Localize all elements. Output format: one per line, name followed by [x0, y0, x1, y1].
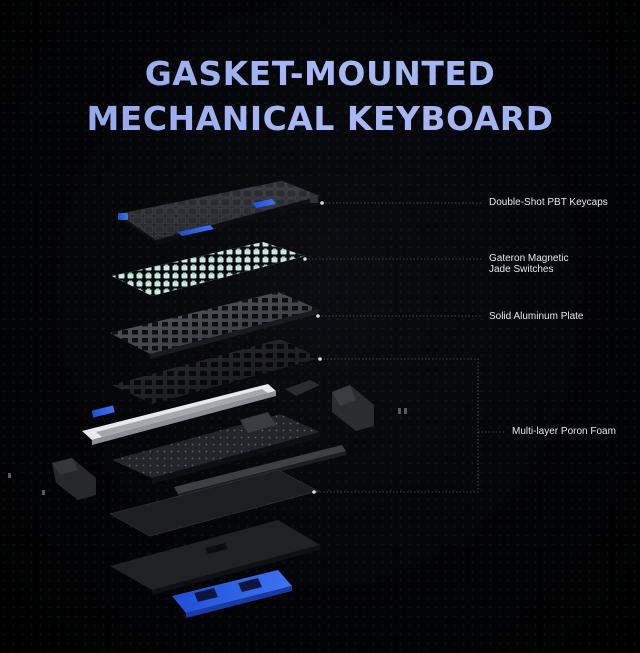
callout-bracket-foam	[314, 358, 479, 493]
white-dampener	[82, 384, 276, 445]
headline-line-1: GASKET-MOUNTED	[0, 54, 640, 93]
case-internals-layer	[112, 412, 320, 484]
callout-dots	[303, 201, 324, 494]
escape-keycap-accent	[118, 213, 128, 220]
pcb-foam-layer	[112, 339, 320, 404]
callout-switches-line-2: Jade Switches	[489, 264, 554, 275]
callout-lines	[305, 202, 506, 493]
gasket-strips	[8, 380, 407, 500]
callout-plate: Solid Aluminum Plate	[489, 311, 584, 322]
spacebar-accent	[178, 225, 214, 236]
switches-layer	[111, 241, 306, 297]
case-bottom-layer	[110, 520, 320, 595]
blue-weight-layer	[172, 570, 292, 618]
keycaps-layer	[118, 181, 322, 245]
blue-gasket-strip	[91, 405, 115, 418]
aluminum-plate-layer	[110, 292, 318, 359]
callout-switches-line-1: Gateron Magnetic	[489, 253, 569, 264]
callout-keycaps: Double-Shot PBT Keycaps	[489, 197, 608, 208]
bottom-plate-layer	[109, 469, 319, 537]
enter-keycap-accent	[252, 199, 276, 208]
callout-foam: Multi-layer Poron Foam	[512, 426, 616, 437]
headline-line-2: MECHANICAL KEYBOARD	[0, 99, 640, 138]
